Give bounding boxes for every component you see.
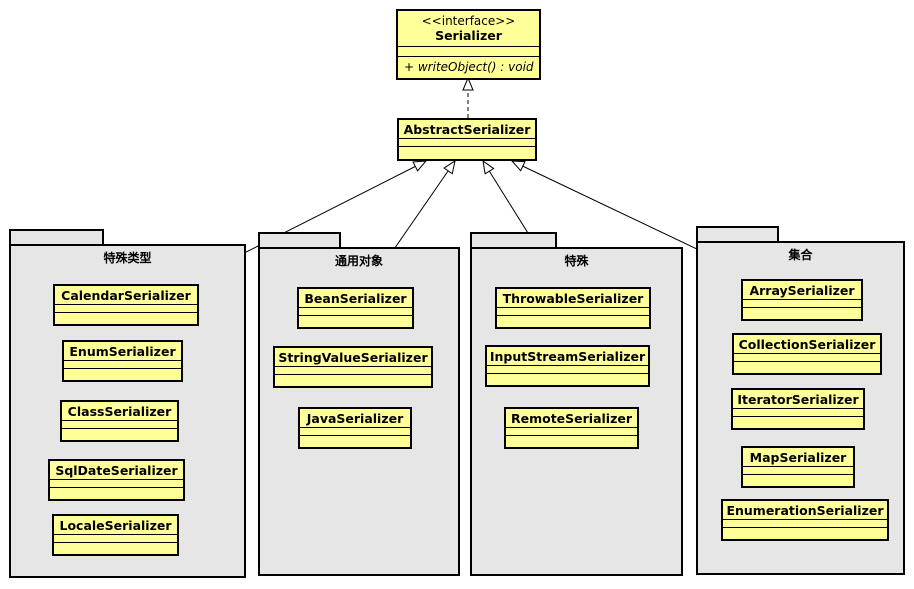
class-attributes	[734, 354, 880, 362]
class-name: ClassSerializer	[62, 402, 177, 421]
class-operations	[743, 475, 853, 486]
class-name: AbstractSerializer	[399, 120, 535, 139]
throwable-serializer-class[interactable]: ThrowableSerializer	[495, 287, 651, 329]
array-serializer-class[interactable]: ArraySerializer	[741, 279, 863, 321]
class-operations	[734, 362, 880, 373]
class-operations	[275, 375, 431, 386]
abstract-serializer-class[interactable]: AbstractSerializer	[397, 118, 537, 161]
class-name: JavaSerializer	[300, 409, 410, 428]
class-name: EnumSerializer	[64, 342, 181, 361]
class-name: EnumerationSerializer	[723, 501, 887, 520]
class-attributes	[64, 361, 181, 369]
class-name: ArraySerializer	[743, 281, 861, 300]
string-value-serializer-class[interactable]: StringValueSerializer	[273, 346, 433, 388]
java-serializer-class[interactable]: JavaSerializer	[298, 407, 412, 449]
class-serializer-class[interactable]: ClassSerializer	[60, 400, 179, 442]
class-name: IteratorSerializer	[733, 390, 863, 409]
class-attributes	[299, 308, 412, 316]
class-attributes	[733, 409, 863, 417]
class-attributes	[399, 139, 535, 147]
class-operations	[300, 436, 410, 447]
package-name: 通用对象	[334, 254, 383, 268]
remote-serializer-class[interactable]: RemoteSerializer	[504, 407, 639, 449]
map-serializer-class[interactable]: MapSerializer	[741, 446, 855, 488]
enumeration-serializer-class[interactable]: EnumerationSerializer	[721, 499, 889, 541]
sqldate-serializer-class[interactable]: SqlDateSerializer	[48, 459, 185, 501]
class-name: BeanSerializer	[299, 289, 412, 308]
package-name: 特殊	[564, 254, 589, 268]
class-attributes	[300, 428, 410, 436]
class-attributes	[743, 467, 853, 475]
class-operations	[399, 147, 535, 159]
serializer-interface[interactable]: <<interface>> Serializer + writeObject()…	[396, 9, 541, 80]
interface-stereotype: <<interface>>	[421, 14, 516, 28]
bean-serializer-class[interactable]: BeanSerializer	[297, 287, 414, 329]
enum-serializer-class[interactable]: EnumSerializer	[62, 340, 183, 382]
class-operations	[506, 436, 637, 447]
class-operations	[743, 308, 861, 319]
class-name: InputStreamSerializer	[487, 347, 648, 366]
class-operations	[733, 417, 863, 428]
class-name: StringValueSerializer	[275, 348, 431, 367]
class-attributes	[62, 421, 177, 429]
class-attributes	[497, 308, 649, 316]
class-attributes	[55, 305, 197, 313]
interface-name: Serializer	[435, 28, 502, 43]
class-operations	[723, 528, 887, 539]
class-name: SqlDateSerializer	[50, 461, 183, 480]
interface-attributes	[398, 47, 539, 57]
class-name: CalendarSerializer	[55, 286, 197, 305]
interface-operation: + writeObject() : void	[404, 60, 534, 74]
class-operations	[50, 488, 183, 499]
class-operations	[62, 429, 177, 440]
class-operations	[55, 313, 197, 324]
class-name: MapSerializer	[743, 448, 853, 467]
inputstream-serializer-class[interactable]: InputStreamSerializer	[485, 345, 650, 387]
class-operations	[64, 369, 181, 380]
class-operations	[487, 374, 648, 385]
package-name: 集合	[788, 248, 813, 262]
interface-header: <<interface>> Serializer	[398, 11, 539, 47]
class-name: RemoteSerializer	[506, 409, 637, 428]
class-name: LocaleSerializer	[54, 516, 177, 535]
class-name: CollectionSerializer	[734, 335, 880, 354]
package-name: 特殊类型	[103, 251, 152, 265]
class-attributes	[723, 520, 887, 528]
class-attributes	[743, 300, 861, 308]
class-operations	[299, 316, 412, 327]
class-name: ThrowableSerializer	[497, 289, 649, 308]
class-operations	[54, 543, 177, 554]
class-attributes	[506, 428, 637, 436]
calendar-serializer-class[interactable]: CalendarSerializer	[53, 284, 199, 326]
class-operations	[497, 316, 649, 327]
iterator-serializer-class[interactable]: IteratorSerializer	[731, 388, 865, 430]
locale-serializer-class[interactable]: LocaleSerializer	[52, 514, 179, 556]
class-attributes	[54, 535, 177, 543]
collection-serializer-class[interactable]: CollectionSerializer	[732, 333, 882, 375]
class-attributes	[275, 367, 431, 375]
class-attributes	[487, 366, 648, 374]
class-attributes	[50, 480, 183, 488]
